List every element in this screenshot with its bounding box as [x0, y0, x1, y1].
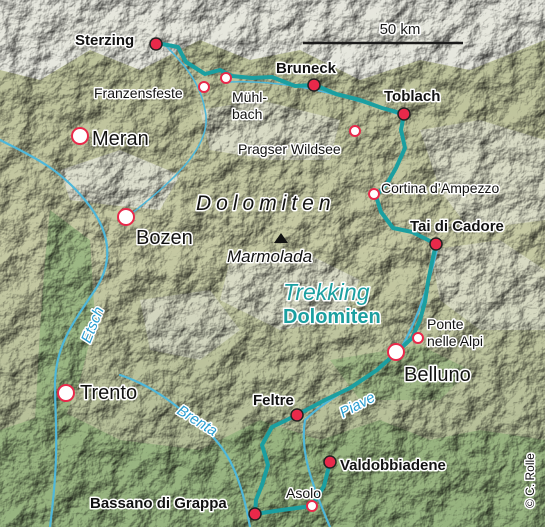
- label-meran: Meran: [92, 128, 149, 150]
- label-tai-di-cadore: Tai di Cadore: [410, 218, 504, 235]
- trek-stops: [149, 37, 443, 521]
- marker-feltre: [290, 408, 304, 422]
- label-ponte-2: nelle Alpi: [427, 333, 483, 349]
- marker-tai-di-cadore: [429, 237, 443, 251]
- marker-ponte-nelle-alpi: [412, 332, 424, 344]
- marker-pragser-wildsee: [349, 125, 361, 137]
- label-sterzing: Sterzing: [75, 32, 134, 49]
- scale-label: 50 km: [380, 21, 421, 38]
- marker-bozen: [117, 208, 135, 226]
- town-markers: [57, 72, 424, 512]
- mountain-marker-marmolada: [274, 233, 288, 243]
- label-asolo: Asolo: [286, 485, 321, 501]
- label-marmolada: Marmolada: [227, 247, 312, 266]
- label-bruneck: Bruneck: [276, 60, 337, 77]
- label-franzensfeste: Franzensfeste: [94, 85, 183, 101]
- copyright-note: © C. Rolle: [523, 453, 537, 508]
- river-eisack: [129, 44, 207, 216]
- marker-valdobbiadene: [323, 455, 337, 469]
- label-belluno: Belluno: [404, 364, 471, 386]
- marker-bassano: [248, 507, 262, 521]
- trek-title-line2: Dolomiten: [283, 306, 381, 328]
- marker-sterzing: [149, 37, 163, 51]
- trek-route: [160, 42, 438, 516]
- marker-toblach: [397, 107, 411, 121]
- marker-asolo: [306, 500, 318, 512]
- marker-cortina: [368, 188, 380, 200]
- label-trento: Trento: [80, 382, 137, 404]
- marker-bruneck: [307, 78, 321, 92]
- label-bozen: Bozen: [136, 227, 193, 249]
- marker-muehlbach: [220, 72, 232, 84]
- label-region-dolomiten: Dolomiten: [196, 192, 336, 215]
- scale-bar: 50 km: [303, 20, 463, 45]
- label-feltre: Feltre: [253, 392, 294, 409]
- trek-title-line1: Trekking: [283, 279, 370, 305]
- marker-franzensfeste: [198, 81, 210, 93]
- marker-trento: [57, 384, 75, 402]
- label-muehlbach-1: Mühl-: [232, 89, 267, 105]
- marker-belluno: [387, 343, 405, 361]
- label-bassano: Bassano di Grappa: [90, 495, 227, 512]
- marker-meran: [71, 127, 89, 145]
- label-valdobbiadene: Valdobbiadene: [340, 457, 446, 474]
- label-muehlbach-2: bach: [232, 106, 262, 122]
- label-cortina: Cortina d’Ampezzo: [381, 180, 499, 196]
- label-pragser-wildsee: Pragser Wildsee: [238, 141, 341, 157]
- label-ponte-1: Ponte: [427, 316, 464, 332]
- river-brenta: [118, 373, 252, 527]
- river-etsch: [0, 138, 109, 527]
- label-toblach: Toblach: [384, 88, 440, 105]
